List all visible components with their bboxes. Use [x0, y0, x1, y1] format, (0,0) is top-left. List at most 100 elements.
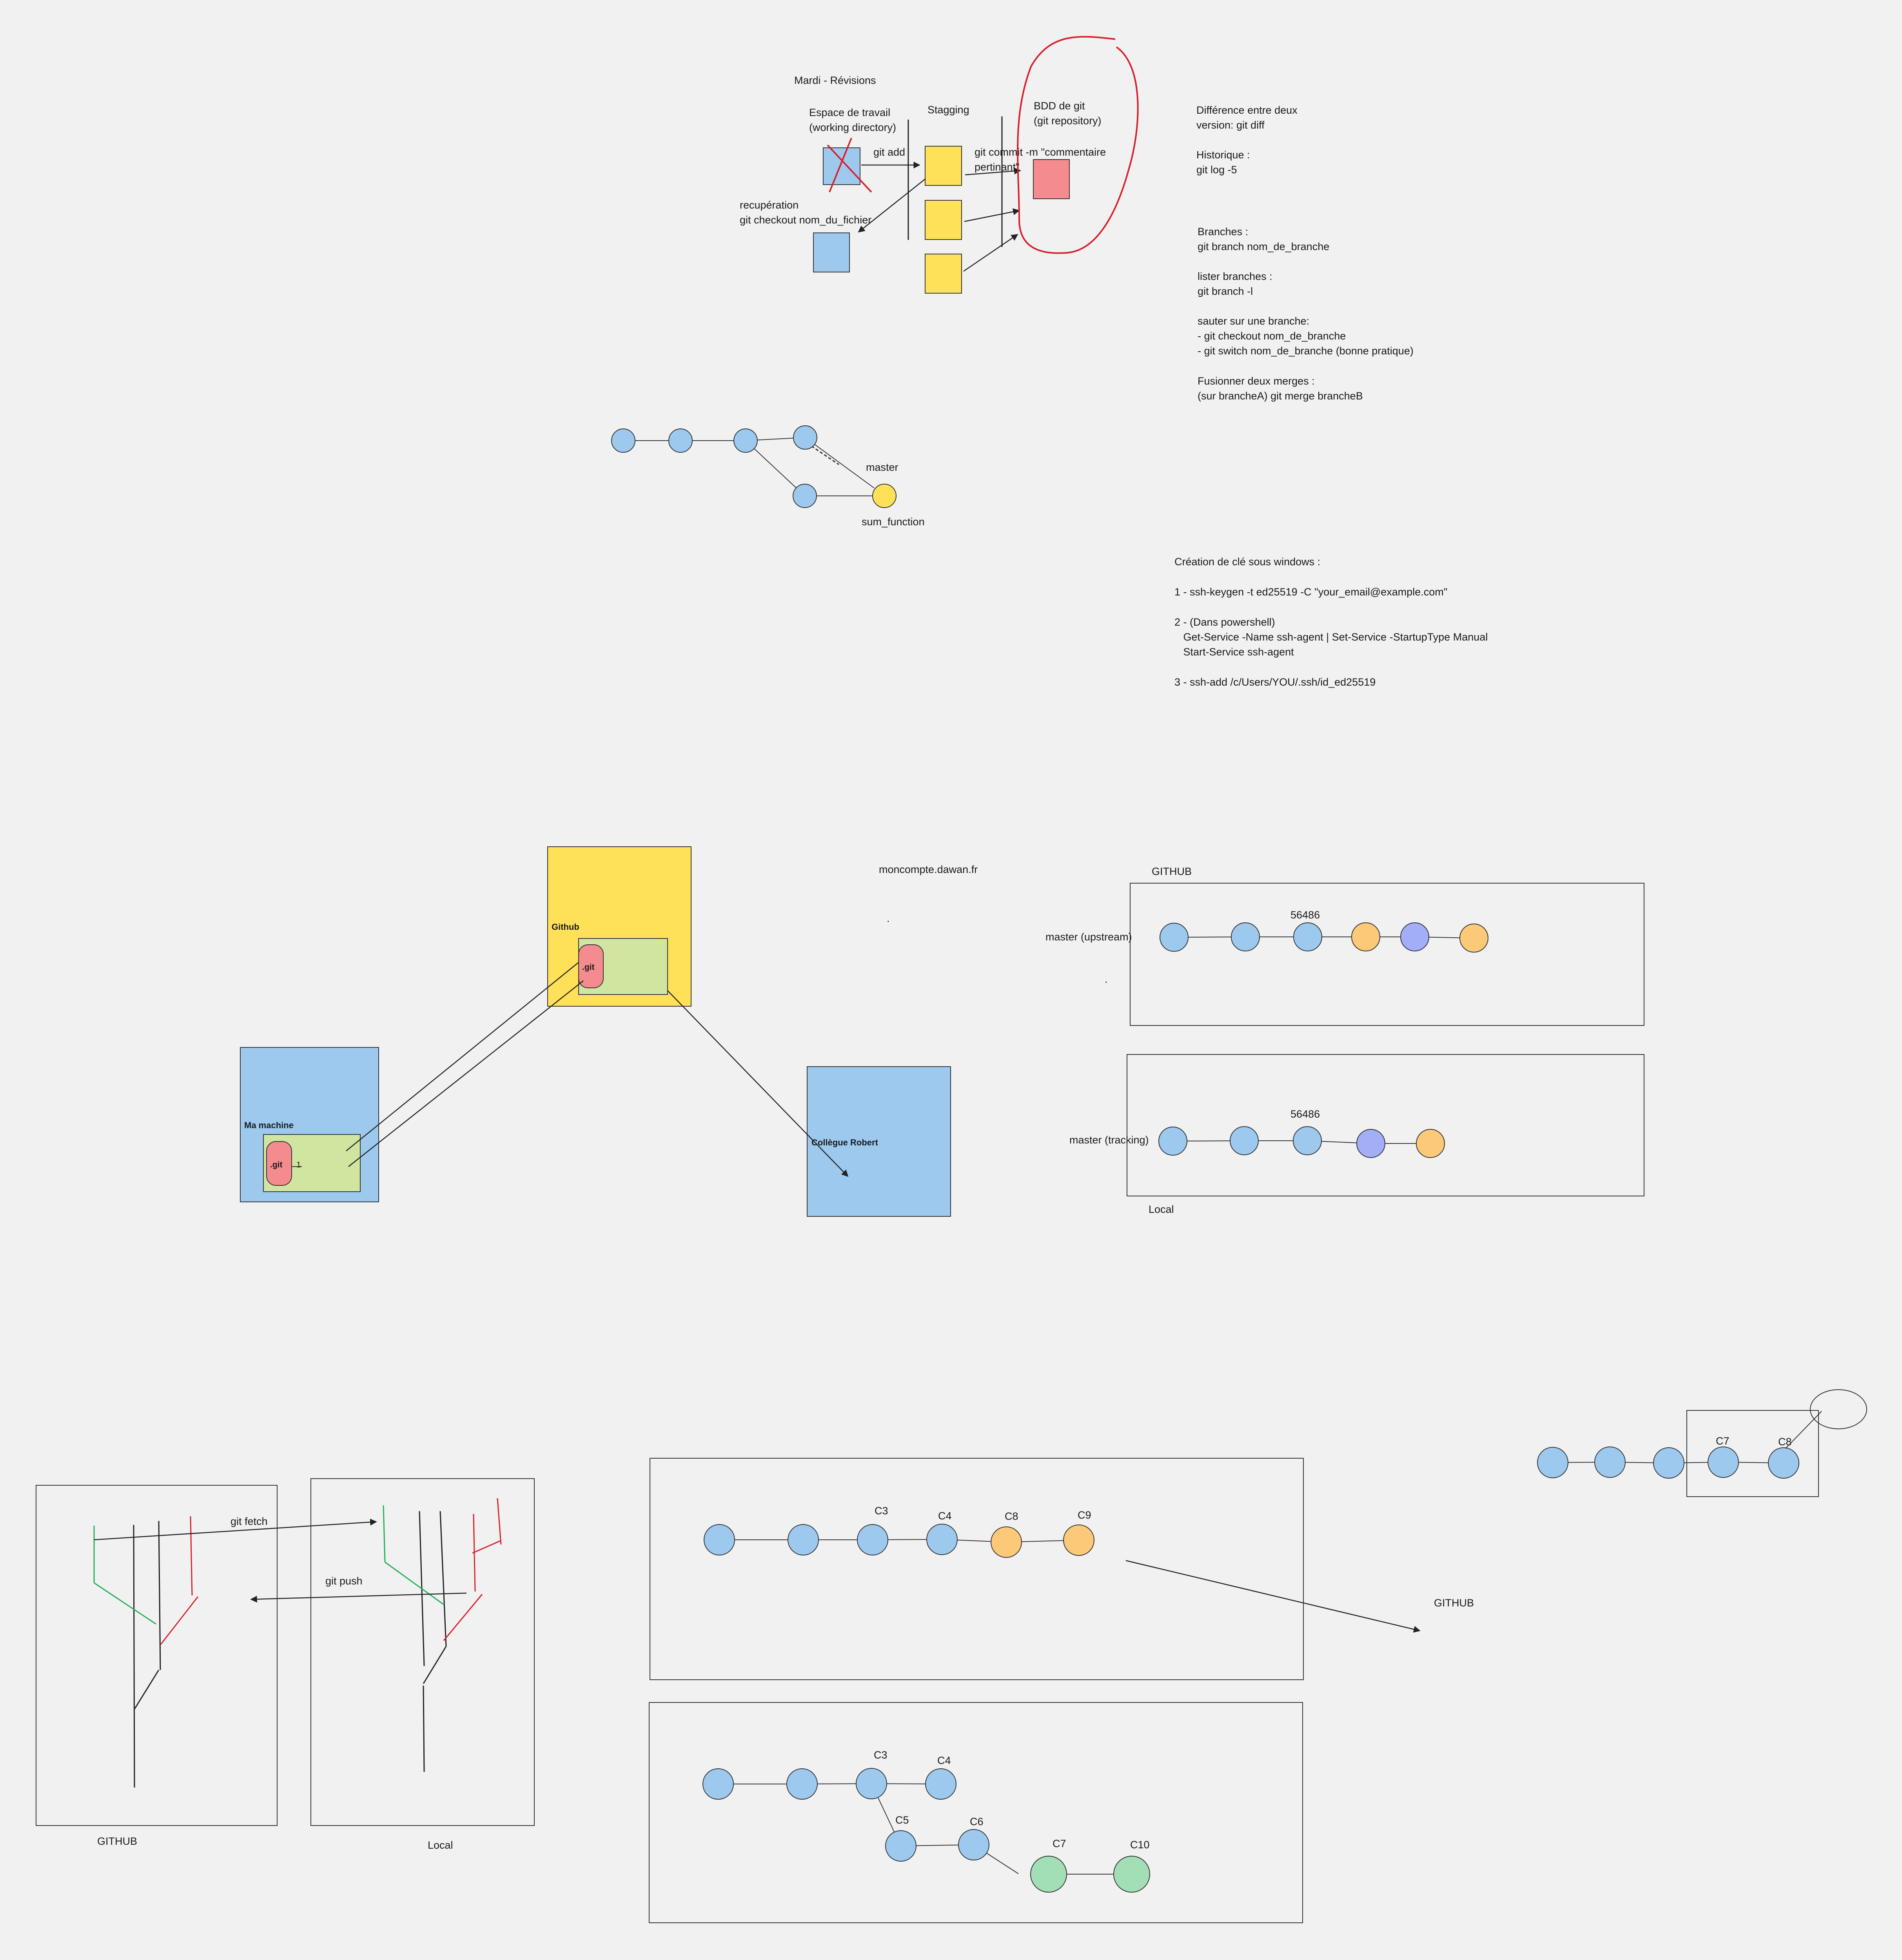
- commit-label: C6: [970, 1816, 984, 1828]
- commit-node[interactable]: [1459, 924, 1488, 953]
- robert-machine-box[interactable]: [807, 1066, 951, 1217]
- commit-node[interactable]: [1293, 922, 1322, 951]
- ssh-line: 1 - ssh-keygen -t ed25519 -C "your_email…: [1174, 586, 1447, 598]
- annotation-ellipse: [1810, 1389, 1867, 1429]
- staged-file-1[interactable]: [925, 146, 962, 186]
- tracking-label: master (tracking): [1069, 1134, 1149, 1146]
- squash-chain: C7 C8: [1537, 1389, 1867, 1497]
- note-line: Fusionner deux merges :: [1198, 375, 1315, 387]
- staged-file-3[interactable]: [925, 254, 962, 294]
- commit-node[interactable]: [958, 1829, 989, 1860]
- commit-node[interactable]: [793, 484, 817, 508]
- recup-label-1: recupération: [740, 199, 799, 211]
- tracking-box: [1127, 1054, 1644, 1196]
- note-line: Différence entre deux: [1196, 104, 1298, 116]
- git-push-label: git push: [325, 1575, 363, 1587]
- commit-node[interactable]: [1416, 1129, 1445, 1158]
- github-panel: [36, 1485, 278, 1826]
- local-panel-label: Local: [428, 1839, 453, 1851]
- commit-node[interactable]: [856, 1768, 887, 1799]
- git-add-label: git add: [873, 146, 905, 158]
- note-line: Historique :: [1196, 149, 1250, 161]
- dot-mark: .: [1105, 973, 1108, 985]
- commit-node[interactable]: [857, 1524, 888, 1555]
- github-git-folder[interactable]: [578, 944, 604, 988]
- commit-node[interactable]: [786, 1768, 818, 1800]
- push-line: [346, 962, 579, 1151]
- commit-label: C4: [937, 1755, 951, 1766]
- commit-node[interactable]: [885, 1830, 917, 1862]
- note-line: git branch -l: [1198, 285, 1253, 297]
- commit-node[interactable]: [926, 1524, 958, 1555]
- git-notes: Différence entre deux version: git diff …: [1196, 104, 1414, 402]
- commit-node[interactable]: [1063, 1524, 1094, 1556]
- tracking-diagram: GITHUB master (upstream) 56486 . master …: [1045, 866, 1644, 1215]
- note-line: (sur brancheA) git merge brancheB: [1198, 390, 1363, 402]
- commit-label: C8: [1778, 1436, 1792, 1448]
- commit-node[interactable]: [1231, 922, 1260, 951]
- fetch-arrow: [94, 1519, 377, 1541]
- commit-label: C3: [874, 1749, 887, 1761]
- upstream-box: [1130, 883, 1644, 1026]
- local-label: Local: [1149, 1203, 1174, 1215]
- commit-node[interactable]: [991, 1526, 1022, 1558]
- repo-commit[interactable]: [1033, 159, 1070, 199]
- rebase-diagram: C3 C4 C8 C9 GITHUB C3 C4 C5 C6 C7 C10: [649, 1458, 1474, 1923]
- commit-node[interactable]: [1537, 1447, 1568, 1478]
- selection-box: [1686, 1410, 1819, 1497]
- commit-node[interactable]: [1351, 922, 1380, 951]
- ssh-line: 3 - ssh-add /c/Users/YOU/.ssh/id_ed25519: [1174, 676, 1376, 688]
- commit-node[interactable]: [702, 1768, 734, 1800]
- restored-file[interactable]: [813, 232, 850, 272]
- fetch-push-diagram: git fetch git push GITHUB Local: [36, 1478, 535, 1851]
- github-box-label: Github: [552, 922, 579, 932]
- commit-label: C3: [875, 1505, 888, 1517]
- commit-node[interactable]: [1160, 923, 1189, 952]
- working-file[interactable]: [823, 147, 860, 185]
- hash-bottom: 56486: [1290, 1108, 1320, 1120]
- clone-arrow: [667, 990, 849, 1177]
- note-line: - git switch nom_de_branche (bonne prati…: [1198, 345, 1414, 357]
- commit-label: C10: [1130, 1839, 1150, 1851]
- ssh-line: 2 - (Dans powershell): [1174, 616, 1275, 628]
- tracking-github-title: GITHUB: [1152, 866, 1192, 877]
- commit-label: C7: [1053, 1838, 1066, 1849]
- head-commit-node[interactable]: [872, 484, 897, 508]
- commit-node[interactable]: [1708, 1446, 1739, 1478]
- repo-label-2: (git repository): [1034, 115, 1102, 127]
- hash-top: 56486: [1290, 909, 1320, 921]
- local-history-box: [649, 1702, 1303, 1923]
- commit-node[interactable]: [1113, 1856, 1150, 1893]
- revisions-section: Mardi - Révisions Espace de travail (wor…: [740, 36, 1139, 294]
- staging-label: Stagging: [927, 104, 969, 116]
- commit-node[interactable]: [925, 1768, 956, 1800]
- commit-node[interactable]: [1293, 1126, 1322, 1155]
- commit-node[interactable]: [1230, 1126, 1259, 1155]
- staged-file-2[interactable]: [925, 200, 962, 240]
- local-git-folder[interactable]: [266, 1141, 292, 1186]
- commit-node[interactable]: [1356, 1129, 1385, 1158]
- rebase-github-label: GITHUB: [1434, 1597, 1474, 1609]
- remote-diagram: Github .git Ma machine .git 1 Collègue R…: [240, 846, 978, 1217]
- commit-node[interactable]: [1030, 1856, 1067, 1893]
- remote-history-box: [650, 1458, 1304, 1680]
- commit-label: C8: [1005, 1510, 1018, 1522]
- commit-node[interactable]: [1653, 1447, 1684, 1479]
- commit-node[interactable]: [668, 428, 693, 453]
- ssh-line: Création de clé sous windows :: [1174, 556, 1320, 568]
- commit-node[interactable]: [704, 1524, 735, 1555]
- commit-node[interactable]: [611, 428, 635, 453]
- commit-node[interactable]: [1594, 1446, 1626, 1478]
- commit-node[interactable]: [733, 428, 758, 453]
- master-label: master: [866, 461, 898, 473]
- note-line: git branch nom_de_branche: [1198, 241, 1329, 252]
- branch-graph: master sum_function: [611, 425, 925, 528]
- revisions-title: Mardi - Révisions: [794, 74, 876, 86]
- ssh-line: Get-Service -Name ssh-agent | Set-Servic…: [1174, 631, 1488, 643]
- commit-node[interactable]: [788, 1524, 819, 1555]
- commit-node[interactable]: [1768, 1447, 1799, 1479]
- commit-node[interactable]: [1400, 922, 1429, 951]
- commit-node[interactable]: [1158, 1127, 1187, 1156]
- commit-node[interactable]: [793, 425, 817, 450]
